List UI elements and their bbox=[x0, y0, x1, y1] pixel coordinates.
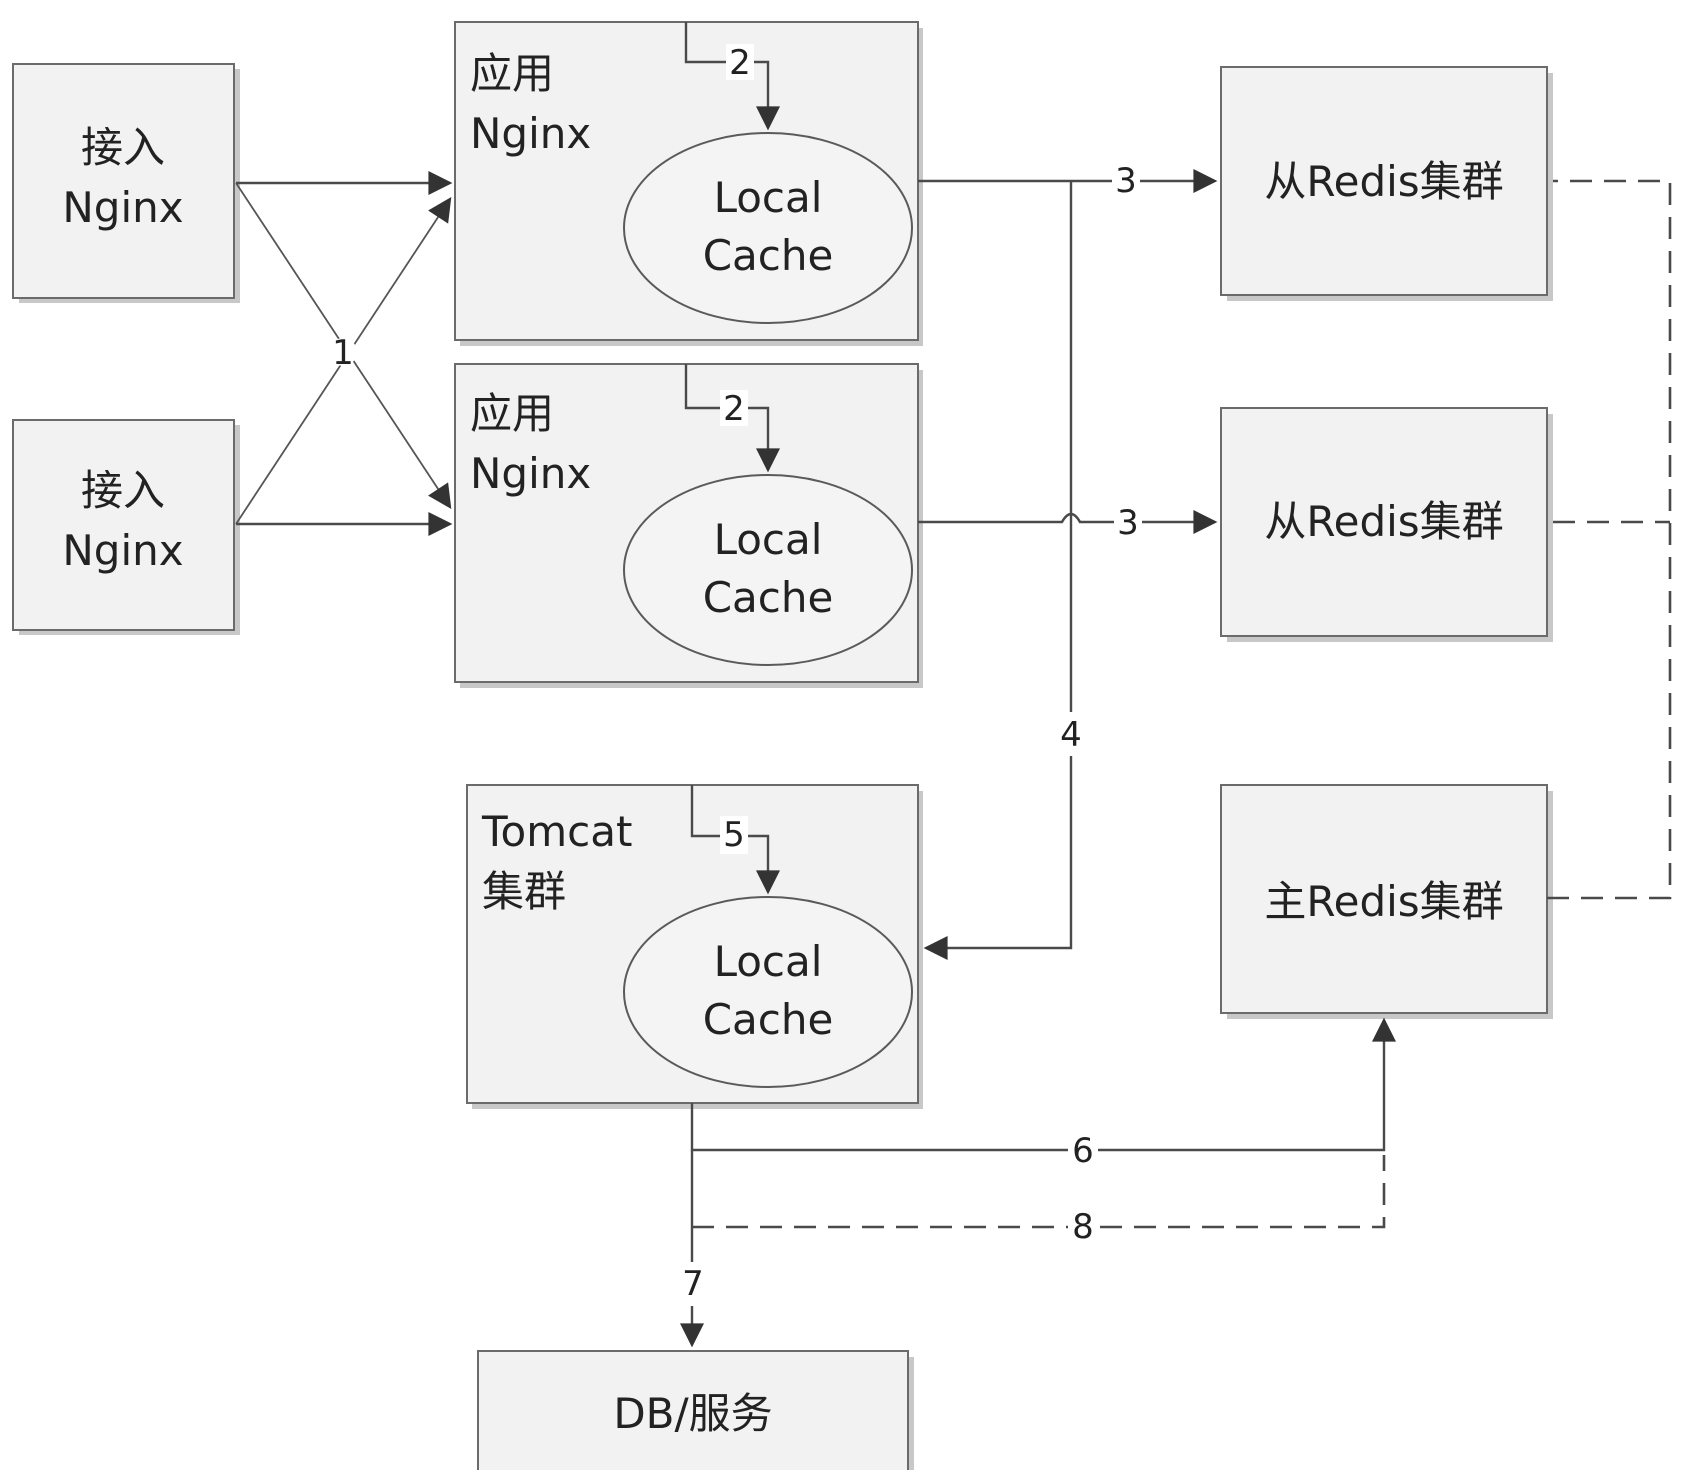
edge-8-dashed-tomcat-master-redis: 8 bbox=[692, 1155, 1386, 1247]
app-nginx-1-node: 应用 Nginx Local Cache bbox=[454, 21, 923, 346]
edge-2a-app1-to-cache: 2 bbox=[684, 22, 780, 131]
edge-5-tomcat-to-cache: 5 bbox=[690, 785, 780, 895]
edge-3a-label: 3 bbox=[1115, 161, 1137, 201]
app-nginx-2-label-line1: 应用 bbox=[470, 389, 554, 438]
edge-3b-label: 3 bbox=[1117, 503, 1139, 543]
tomcat-cache-line1: Local bbox=[714, 937, 823, 986]
access-nginx-1-node: 接入 Nginx bbox=[12, 63, 240, 303]
app-nginx-2-cache-line1: Local bbox=[714, 515, 823, 564]
edge-2a-label: 2 bbox=[729, 43, 751, 83]
tomcat-cluster-node: Tomcat 集群 Local Cache bbox=[466, 784, 923, 1109]
slave-redis-2-label: 从Redis集群 bbox=[1264, 497, 1503, 546]
edge-4-app-to-tomcat: 4 bbox=[923, 181, 1087, 960]
edge-6-label: 6 bbox=[1072, 1131, 1094, 1171]
access-nginx-1-label-line2: Nginx bbox=[62, 183, 183, 232]
slave-redis-1-node: 从Redis集群 bbox=[1220, 66, 1553, 301]
edge-1-label: 1 bbox=[332, 333, 354, 373]
app-nginx-1-local-cache: Local Cache bbox=[623, 132, 913, 324]
app-nginx-2-node: 应用 Nginx Local Cache bbox=[454, 363, 923, 688]
edge-7-tomcat-to-db: 7 bbox=[678, 1150, 708, 1348]
edge-8-label: 8 bbox=[1072, 1207, 1094, 1247]
app-nginx-1-label-line1: 应用 bbox=[470, 49, 554, 98]
edge-2b-label: 2 bbox=[723, 389, 745, 429]
edge-3a-app1-to-slave-redis-1: 3 bbox=[918, 160, 1218, 201]
access-nginx-1-label-line1: 接入 bbox=[81, 123, 165, 172]
app-nginx-1-cache-line1: Local bbox=[714, 173, 823, 222]
redis-replication-dashed bbox=[1547, 179, 1672, 900]
slave-redis-1-label: 从Redis集群 bbox=[1264, 157, 1503, 206]
access-nginx-2-label-line1: 接入 bbox=[81, 466, 165, 515]
tomcat-label-line1: Tomcat bbox=[481, 807, 632, 856]
edge-1-access-to-app: 1 bbox=[235, 171, 453, 536]
tomcat-label-line2: 集群 bbox=[482, 867, 566, 916]
app-nginx-2-local-cache: Local Cache bbox=[623, 474, 913, 666]
master-redis-node: 主Redis集群 bbox=[1220, 784, 1553, 1019]
slave-redis-2-node: 从Redis集群 bbox=[1220, 407, 1553, 642]
edge-4-label: 4 bbox=[1060, 715, 1082, 755]
edge-2b-app2-to-cache: 2 bbox=[684, 364, 780, 473]
access-nginx-2-node: 接入 Nginx bbox=[12, 419, 240, 635]
edge-3b-app2-to-slave-redis-2: 3 bbox=[918, 502, 1218, 543]
access-nginx-2-label-line2: Nginx bbox=[62, 526, 183, 575]
app-nginx-2-label-line2: Nginx bbox=[470, 449, 591, 498]
master-redis-label: 主Redis集群 bbox=[1264, 877, 1503, 926]
app-nginx-1-label-line2: Nginx bbox=[470, 109, 591, 158]
db-service-node: DB/服务 bbox=[477, 1350, 914, 1470]
tomcat-local-cache: Local Cache bbox=[623, 896, 913, 1088]
edge-6-tomcat-to-master-redis: 6 bbox=[690, 1017, 1396, 1171]
app-nginx-1-cache-line2: Cache bbox=[703, 231, 834, 280]
edge-5-label: 5 bbox=[723, 815, 745, 855]
tomcat-cache-line2: Cache bbox=[703, 995, 834, 1044]
app-nginx-2-cache-line2: Cache bbox=[703, 573, 834, 622]
edge-7-label: 7 bbox=[682, 1264, 704, 1304]
db-service-label: DB/服务 bbox=[613, 1389, 772, 1438]
